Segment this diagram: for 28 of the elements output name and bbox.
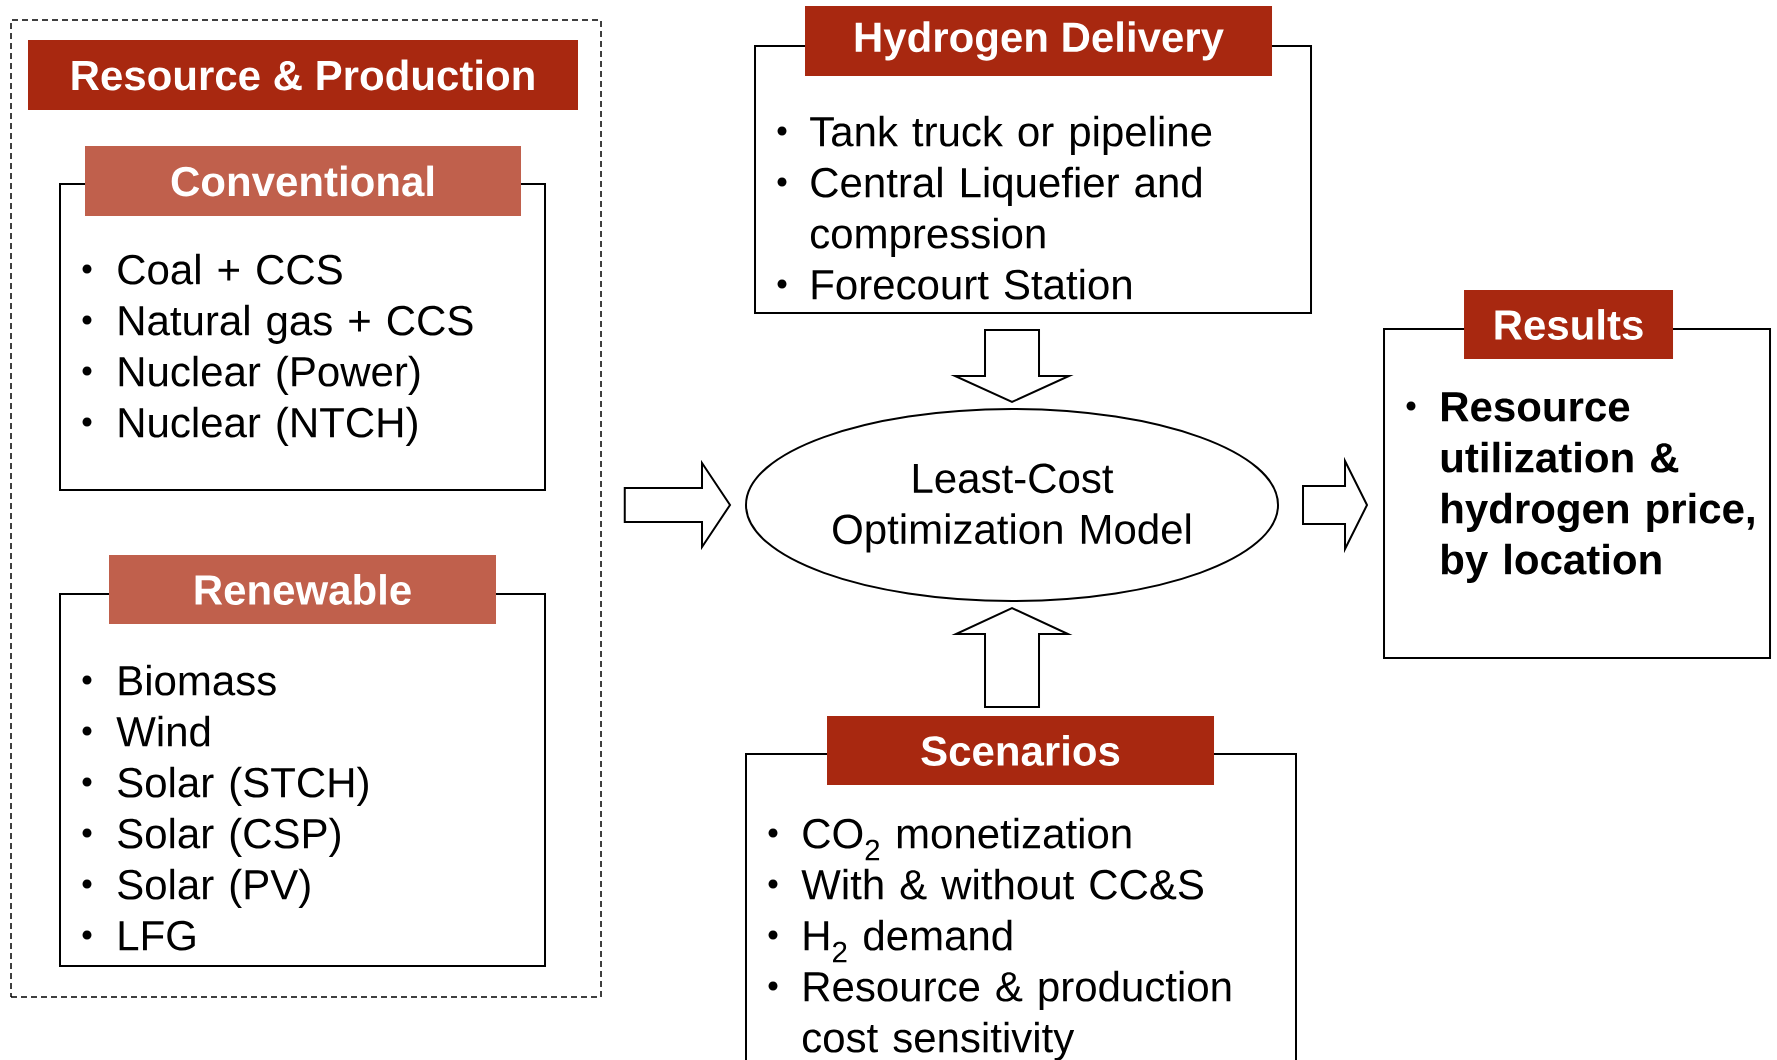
- bullet-item: Resource & production cost sensitivity: [768, 970, 1231, 1060]
- bullet-item: CO$_{2}$ monetization: [768, 817, 1131, 861]
- bullet-item: Resource utilization & hydrogen price, by location: [1406, 392, 1754, 583]
- header-bar: Hydrogen Delivery: [805, 6, 1272, 76]
- header-bar: Results: [1464, 290, 1673, 359]
- block-arrow: [950, 329, 1074, 404]
- header-bar: Conventional: [85, 146, 521, 216]
- block-arrow: [623, 459, 732, 551]
- header-bar: Resource & Production: [28, 40, 578, 110]
- header-bar: Scenarios: [827, 716, 1214, 785]
- bullet-item: Solar (STCH): [82, 766, 368, 806]
- bullet-item: Solar (PV): [82, 868, 310, 908]
- bullet-item: Nuclear (Power): [82, 355, 420, 395]
- bullet-item: LFG: [82, 920, 195, 951]
- bullet-item: Biomass: [82, 664, 276, 696]
- bullet-item: Natural gas + CCS: [82, 304, 473, 344]
- bullet-item: Forecourt Station: [777, 268, 1131, 300]
- bullet-item: H$_{2}$ demand: [768, 919, 1012, 963]
- bullet-item: Tank truck or pipeline: [777, 115, 1212, 155]
- bullet-item: Wind: [82, 715, 210, 747]
- block-arrow: [1302, 456, 1369, 554]
- bullet-item: Coal + CCS: [82, 253, 342, 285]
- bullet-item: With & without CC&S: [768, 868, 1203, 900]
- bullet-item: Solar (CSP): [82, 817, 340, 857]
- header-bar: Renewable: [109, 555, 496, 624]
- bullet-item: Nuclear (NTCH): [82, 406, 417, 446]
- block-arrow: [951, 606, 1073, 708]
- bullet-item: Central Liquefier and compression: [777, 166, 1201, 257]
